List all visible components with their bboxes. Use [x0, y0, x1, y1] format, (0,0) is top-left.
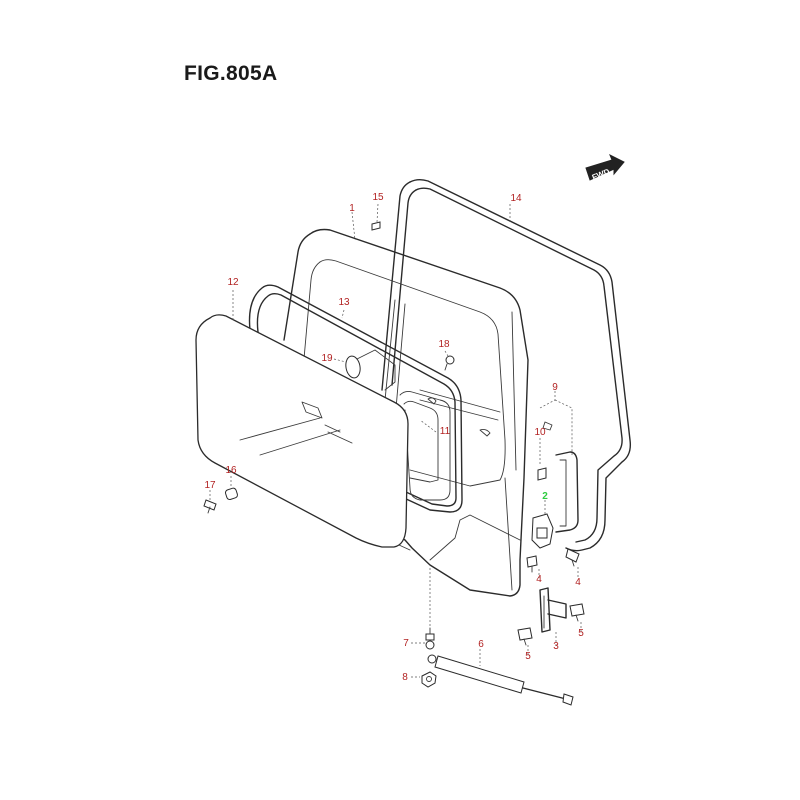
figure-title: FIG.805A	[184, 62, 278, 85]
callout-label-5b: 5	[525, 651, 531, 662]
fwd-arrow-icon: FWD	[585, 153, 625, 182]
callout-label-5a: 5	[578, 628, 584, 639]
grommet-plug	[345, 355, 361, 379]
lower-hinge	[539, 587, 567, 633]
callout-label-8: 8	[402, 672, 408, 683]
callout-label-16: 16	[225, 465, 237, 476]
bolt-15	[371, 221, 381, 231]
callout-label-11: 11	[440, 426, 451, 437]
callout-label-1: 1	[349, 203, 355, 214]
callout-label-4a: 4	[536, 574, 542, 585]
callout-label-13: 13	[338, 297, 350, 308]
leader-lines	[209, 203, 582, 678]
bolt-5-left	[517, 627, 533, 646]
bolt-4-left	[526, 555, 538, 573]
callout-label-9: 9	[552, 382, 558, 393]
callout-label-6: 6	[478, 639, 484, 650]
weatherstrip	[381, 179, 632, 552]
cushion-16	[224, 487, 238, 501]
callout-label-3: 3	[553, 641, 559, 652]
callout-label-7: 7	[403, 638, 409, 649]
callout-label-4b: 4	[575, 577, 581, 588]
callout-label-14: 14	[510, 193, 522, 204]
hinge-assembly	[531, 451, 579, 549]
callout-label-12: 12	[227, 277, 239, 288]
glass-holder	[403, 400, 439, 483]
callout-label-17: 17	[204, 480, 216, 491]
callout-label-2: 2	[542, 491, 548, 502]
callout-label-15: 15	[372, 192, 384, 203]
bolt-4-right	[565, 548, 580, 567]
screw-18	[444, 355, 455, 371]
callout-label-10: 10	[534, 427, 546, 438]
bolt-5-right	[569, 603, 585, 622]
gas-strut	[427, 654, 574, 706]
callout-label-19: 19	[321, 353, 333, 364]
nut-8	[421, 671, 437, 688]
bolt-17	[203, 499, 217, 514]
callout-label-18: 18	[438, 339, 450, 350]
back-door-glass	[195, 314, 409, 548]
ball-stud	[425, 627, 435, 650]
